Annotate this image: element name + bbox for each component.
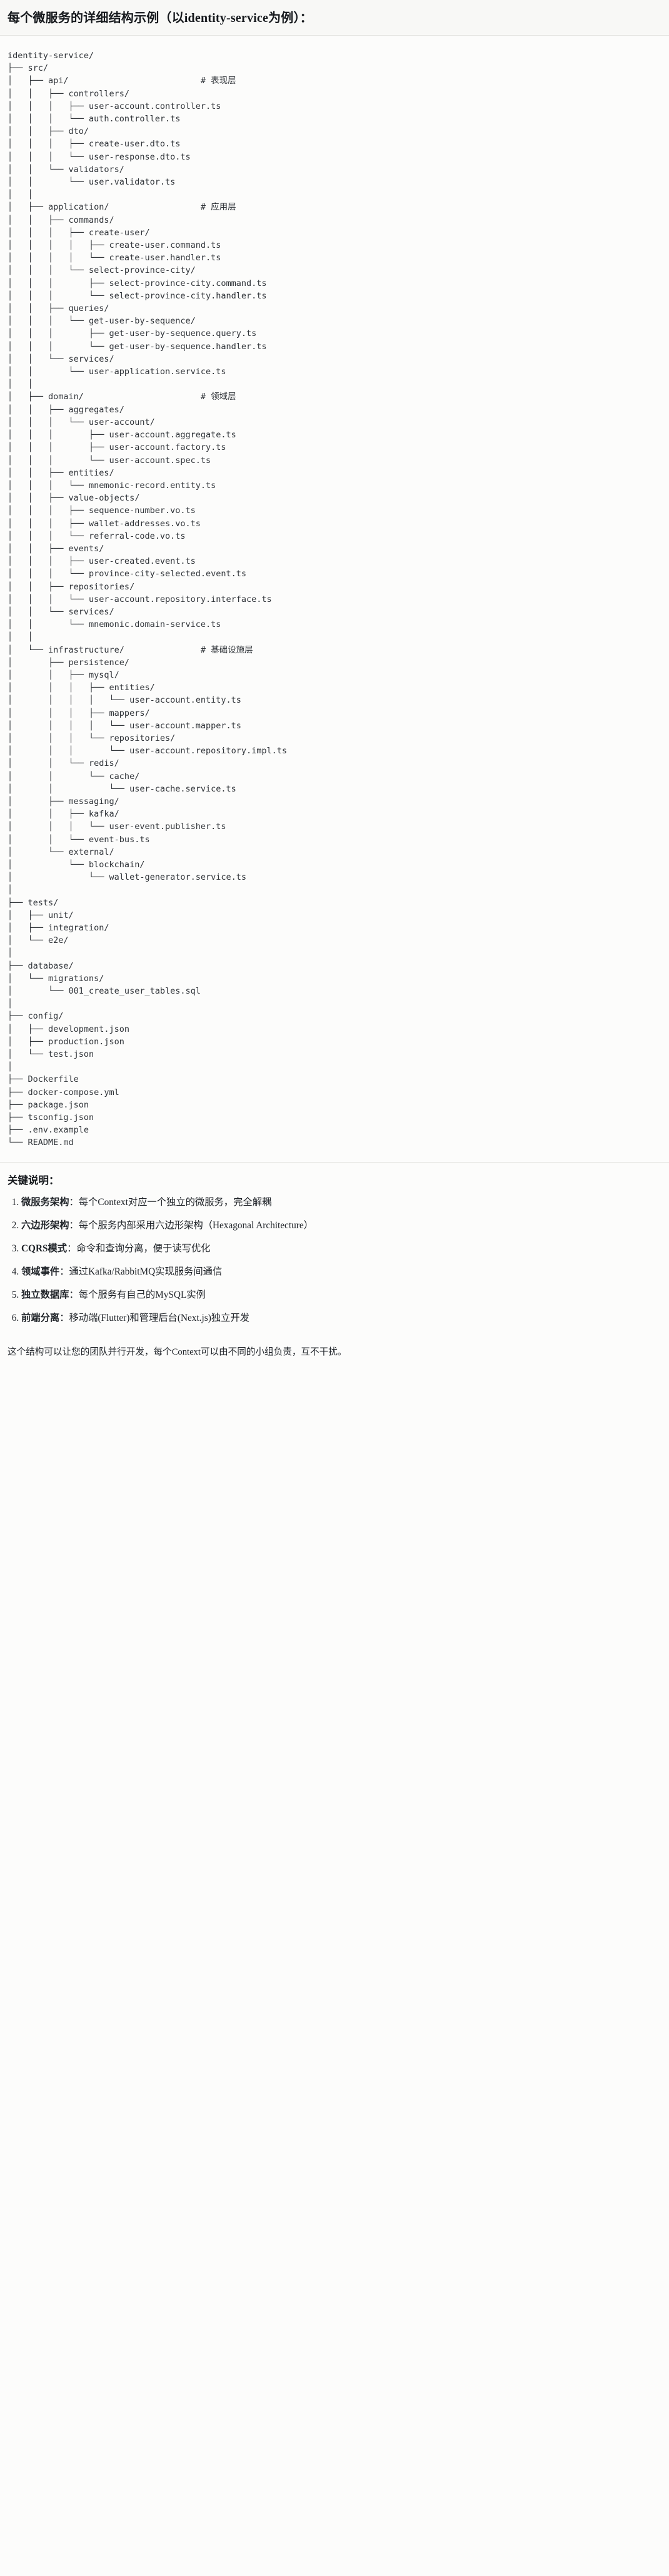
title-divider	[0, 35, 669, 36]
note-term: 独立数据库	[21, 1289, 69, 1300]
document-page: 每个微服务的详细结构示例（以identity-service为例）： ident…	[0, 0, 669, 1371]
list-item: CQRS模式：命令和查询分离，便于读写优化	[21, 1241, 661, 1256]
key-notes-title: 关键说明：	[8, 1174, 59, 1186]
note-term: 六边形架构	[21, 1219, 69, 1231]
list-item: 领域事件：通过Kafka/RabbitMQ实现服务间通信	[21, 1265, 661, 1280]
list-item: 独立数据库：每个服务有自己的MySQL实例	[21, 1288, 661, 1303]
key-notes-section: 关键说明： 微服务架构：每个Context对应一个独立的微服务，完全解耦 六边形…	[0, 1163, 669, 1340]
directory-tree: identity-service/ ├── src/ │ ├── api/ # …	[8, 51, 288, 1148]
note-detail: ：每个服务有自己的MySQL实例	[69, 1289, 206, 1300]
page-title: 每个微服务的详细结构示例（以identity-service为例）：	[0, 0, 669, 35]
tree-divider	[0, 1161, 669, 1163]
note-detail: ：移动端(Flutter)和管理后台(Next.js)独立开发	[59, 1312, 249, 1323]
list-item: 微服务架构：每个Context对应一个独立的微服务，完全解耦	[21, 1195, 661, 1210]
note-detail: ：每个Context对应一个独立的微服务，完全解耦	[69, 1196, 272, 1208]
note-term: 前端分离	[21, 1312, 60, 1323]
list-item: 六边形架构：每个服务内部采用六边形架构（Hexagonal Architectu…	[21, 1218, 661, 1233]
note-detail: ：通过Kafka/RabbitMQ实现服务间通信	[59, 1266, 223, 1277]
note-detail: ：命令和查询分离，便于读写优化	[67, 1243, 211, 1254]
key-notes-list: 微服务架构：每个Context对应一个独立的微服务，完全解耦 六边形架构：每个服…	[8, 1195, 661, 1326]
list-item: 前端分离：移动端(Flutter)和管理后台(Next.js)独立开发	[21, 1311, 661, 1326]
closing-paragraph: 这个结构可以让您的团队并行开发，每个Context可以由不同的小组负责，互不干扰…	[8, 1347, 347, 1357]
note-term: 领域事件	[21, 1266, 60, 1277]
note-term: CQRS模式	[21, 1243, 68, 1254]
note-detail: ：每个服务内部采用六边形架构（Hexagonal Architecture）	[69, 1219, 313, 1231]
note-term: 微服务架构	[21, 1196, 69, 1208]
directory-tree-block: identity-service/ ├── src/ │ ├── api/ # …	[0, 36, 669, 1162]
